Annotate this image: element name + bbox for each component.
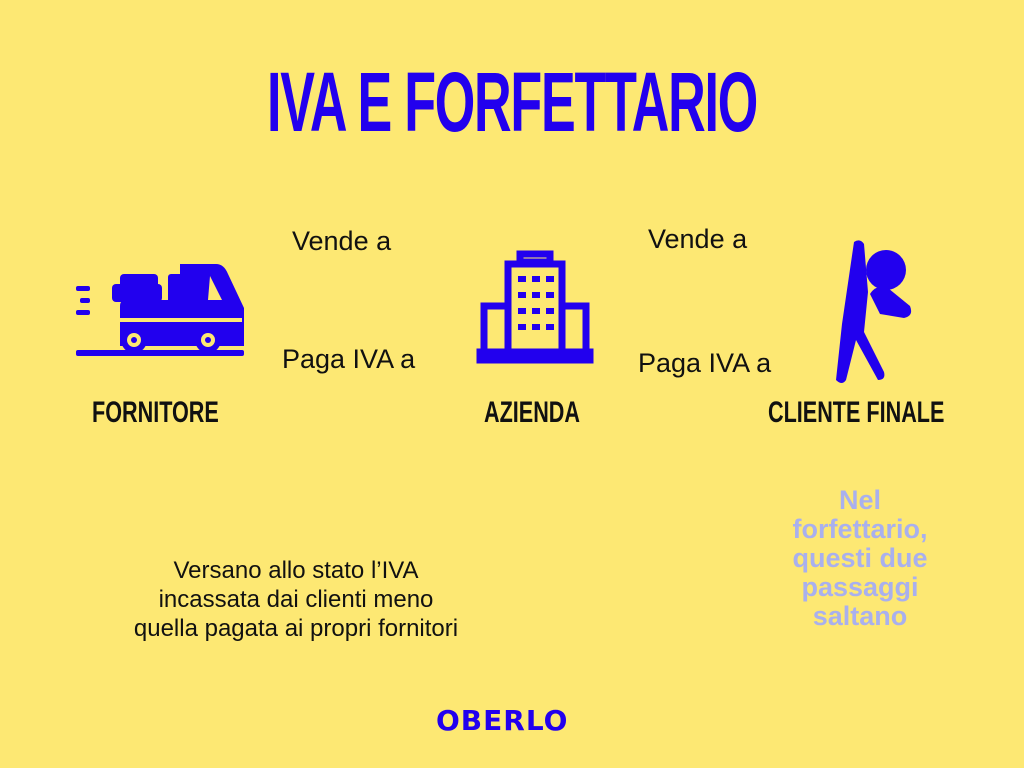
edge-label-left-pay: Paga IVA a — [282, 344, 416, 374]
person-icon — [836, 240, 912, 383]
page-title: IVA E FORFETTARIO — [266, 55, 758, 149]
edge-label-right-sell: Vende a — [648, 224, 748, 254]
forfettario-note: Nel forfettario, questi due passaggi sal… — [792, 485, 928, 631]
node-label-fornitore: FORNITORE — [92, 396, 219, 429]
vat-settlement-note: Versano allo stato l’IVA incassata dai c… — [133, 557, 459, 642]
node-label-azienda: AZIENDA — [484, 396, 581, 429]
oberlo-logo: OBERLO — [436, 704, 569, 737]
edge-label-right-pay: Paga IVA a — [638, 348, 772, 378]
building-icon — [476, 250, 594, 364]
truck-icon — [76, 264, 244, 356]
edge-label-left-sell: Vende a — [292, 226, 392, 256]
node-label-cliente: CLIENTE FINALE — [768, 396, 945, 429]
